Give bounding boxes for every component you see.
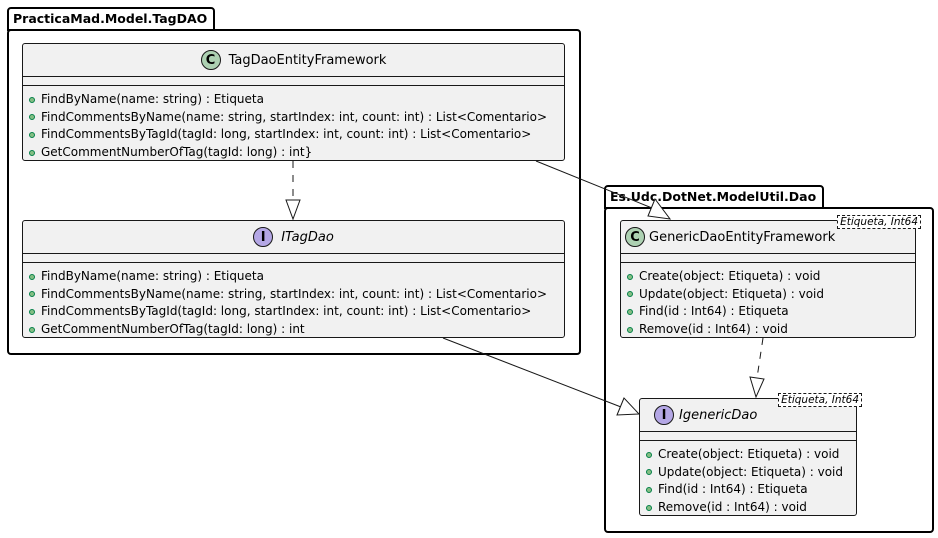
method: Find(id : Int64) : Etiqueta: [627, 303, 915, 321]
public-visibility-icon: [29, 326, 35, 333]
methods-compartment: FindByName(name: string) : Etiqueta Find…: [23, 262, 564, 342]
class-c-icon: C: [625, 227, 645, 247]
public-visibility-icon: [29, 291, 35, 298]
package-tab-tagdao: PracticaMad.Model.TagDAO: [7, 7, 216, 31]
package-tab-modelutil: Es.Udc.DotNet.ModelUtil.Dao: [604, 185, 825, 209]
public-visibility-icon: [29, 131, 35, 138]
realization-arrow-genericdaoef-igenericdao: [749, 337, 765, 399]
method: Remove(id : Int64) : void: [646, 499, 856, 517]
method: FindByName(name: string) : Etiqueta: [29, 268, 564, 286]
methods-compartment: Create(object: Etiqueta) : void Update(o…: [621, 262, 915, 342]
method: Update(object: Etiqueta) : void: [646, 464, 856, 482]
public-visibility-icon: [627, 273, 633, 280]
method: FindByName(name: string) : Etiqueta: [29, 91, 564, 109]
method: GetCommentNumberOfTag(tagId: long) : int…: [29, 144, 564, 162]
type-parameters: Etiqueta, Int64: [837, 215, 921, 229]
class-name: IgenericDao: [679, 407, 758, 423]
method: FindCommentsByTagId(tagId: long, startIn…: [29, 126, 564, 144]
method: Create(object: Etiqueta) : void: [646, 446, 856, 464]
fields-compartment: [23, 253, 564, 262]
public-visibility-icon: [29, 308, 35, 315]
class-header: C TagDaoEntityFramework: [23, 44, 564, 76]
method: Remove(id : Int64) : void: [627, 321, 915, 339]
public-visibility-icon: [627, 291, 633, 298]
generalization-arrow-itagdao-igenericdao: [442, 337, 641, 416]
class-genericdaoentityframework[interactable]: Etiqueta, Int64 C GenericDaoEntityFramew…: [620, 215, 921, 338]
class-name: ITagDao: [281, 229, 334, 245]
public-visibility-icon: [29, 273, 35, 280]
public-visibility-icon: [646, 504, 652, 511]
method: FindCommentsByName(name: string, startIn…: [29, 286, 564, 304]
interface-i-icon: I: [253, 227, 274, 247]
public-visibility-icon: [29, 96, 35, 103]
public-visibility-icon: [646, 486, 652, 493]
method: Find(id : Int64) : Etiqueta: [646, 481, 856, 499]
method: FindCommentsByTagId(tagId: long, startIn…: [29, 303, 564, 321]
method: FindCommentsByName(name: string, startIn…: [29, 109, 564, 127]
public-visibility-icon: [646, 469, 652, 476]
class-header: C GenericDaoEntityFramework: [621, 221, 915, 253]
interface-igenericdao[interactable]: Etiqueta, Int64 I IgenericDao Create(obj…: [639, 393, 862, 516]
interface-i-icon: I: [654, 405, 674, 425]
public-visibility-icon: [29, 149, 35, 156]
class-c-icon: C: [200, 50, 221, 70]
fields-compartment: [621, 253, 915, 262]
package-name: PracticaMad.Model.TagDAO: [13, 11, 208, 26]
class-tagdaoentityframework[interactable]: C TagDaoEntityFramework FindByName(name:…: [22, 43, 565, 161]
class-name: GenericDaoEntityFramework: [649, 229, 836, 245]
method: GetCommentNumberOfTag(tagId: long) : int: [29, 321, 564, 339]
method: Update(object: Etiqueta) : void: [627, 286, 915, 304]
interface-itagdao[interactable]: I ITagDao FindByName(name: string) : Eti…: [22, 220, 565, 338]
type-parameters: Etiqueta, Int64: [778, 393, 862, 407]
method: Create(object: Etiqueta) : void: [627, 268, 915, 286]
package-name: Es.Udc.DotNet.ModelUtil.Dao: [610, 189, 817, 204]
public-visibility-icon: [627, 326, 633, 333]
class-header: I IgenericDao: [640, 399, 856, 431]
fields-compartment: [640, 431, 856, 440]
class-name: TagDaoEntityFramework: [228, 52, 387, 68]
public-visibility-icon: [646, 451, 652, 458]
methods-compartment: FindByName(name: string) : Etiqueta Find…: [23, 85, 564, 165]
public-visibility-icon: [29, 114, 35, 121]
realization-arrow-tagdaoef-itagdao: [285, 161, 301, 221]
public-visibility-icon: [627, 308, 633, 315]
generalization-arrow-tagdaoef-genericdaoef: [535, 160, 672, 220]
class-header: I ITagDao: [23, 221, 564, 253]
methods-compartment: Create(object: Etiqueta) : void Update(o…: [640, 440, 856, 520]
fields-compartment: [23, 76, 564, 85]
